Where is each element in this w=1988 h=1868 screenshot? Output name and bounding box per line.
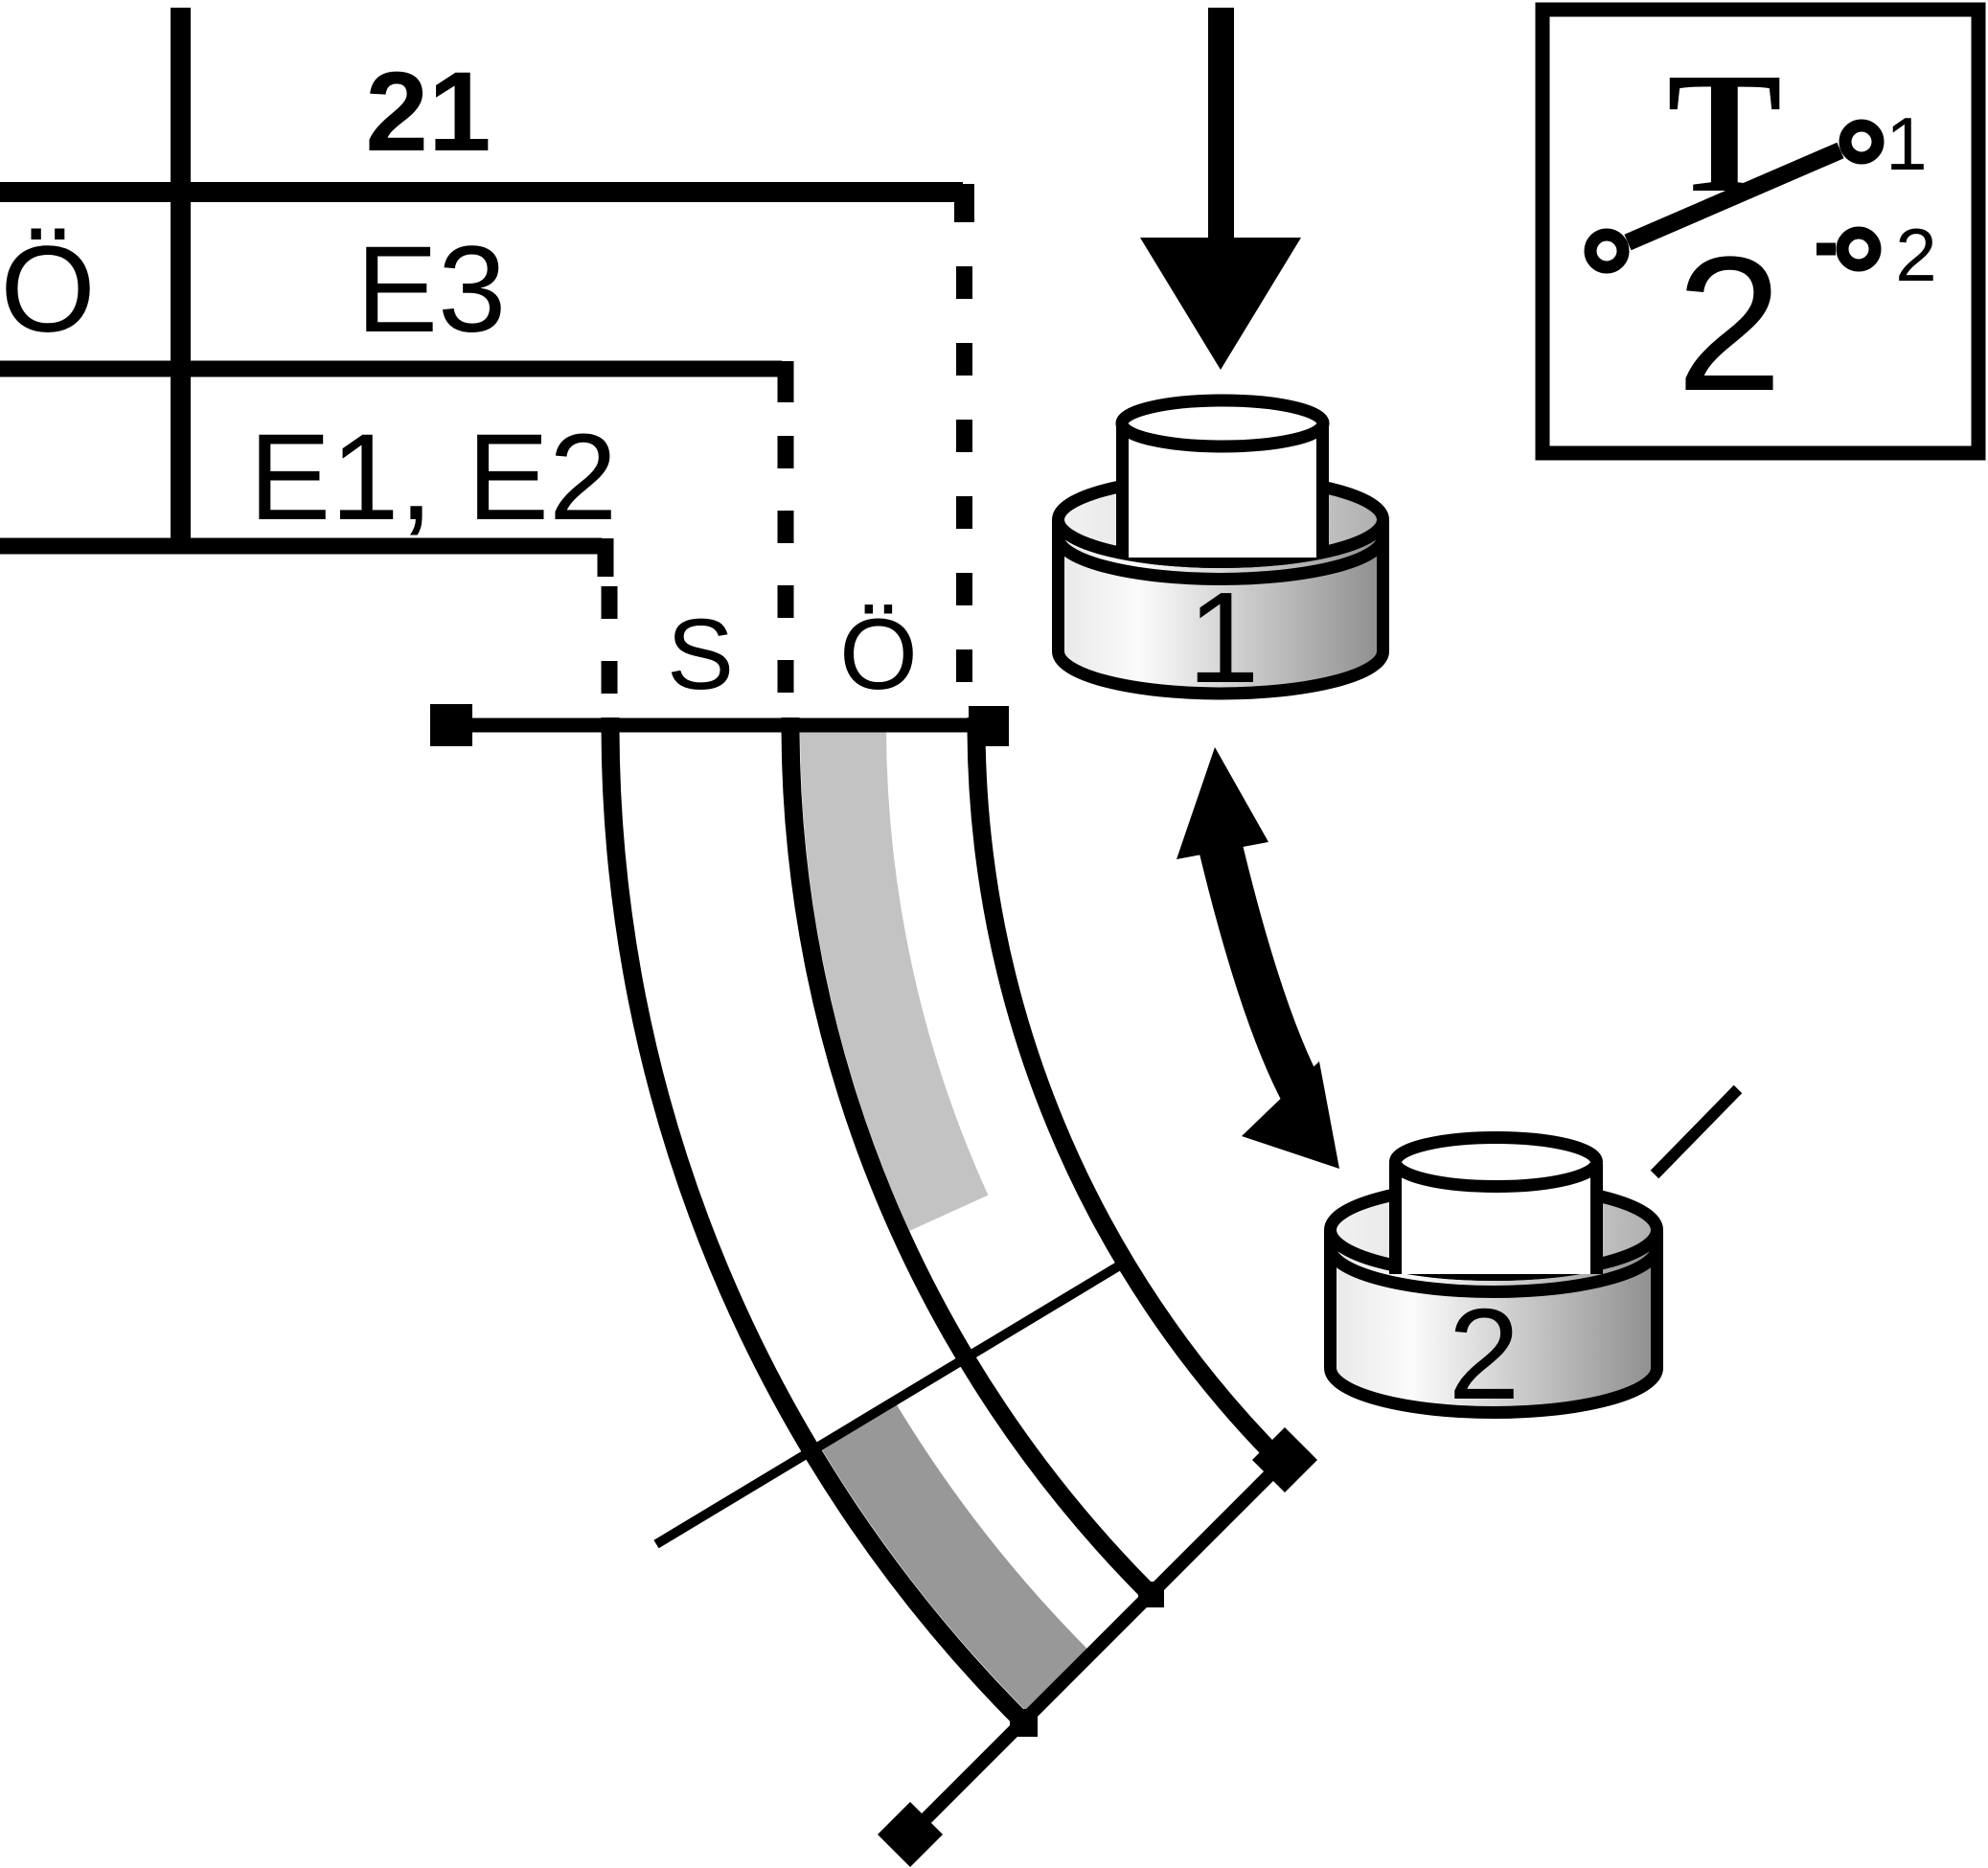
table-header-21: 21 — [365, 49, 491, 175]
button2-label: 2 — [1448, 1282, 1520, 1426]
radial-marker-line — [653, 1253, 1135, 1549]
track-label-s: S — [667, 599, 734, 711]
button2-rim-line — [1324, 1246, 1663, 1298]
track-label-oe: Ö — [839, 599, 918, 711]
contact-zone-oe — [799, 725, 989, 1231]
button1-plunger-top — [1115, 394, 1330, 453]
swap-arrow-head-up — [1177, 747, 1268, 859]
button1-label: 1 — [1187, 565, 1259, 710]
switch-contact-1 — [1839, 119, 1885, 165]
table-row-line-e1e2 — [0, 537, 614, 577]
swap-arrow-shaft — [1196, 830, 1325, 1109]
end-line-square-middle — [1138, 1582, 1164, 1607]
switch-symbol-box: T 1 2 2 — [1535, 2, 1986, 461]
end-diamond-outer — [878, 1802, 943, 1867]
chord-end-square-left — [430, 704, 472, 746]
track-arc-middle — [781, 718, 1157, 1601]
button2-pointer-line — [1650, 1084, 1743, 1179]
button2-plunger-top — [1389, 1131, 1603, 1193]
cam-sector — [430, 704, 1317, 1867]
pole-count-label: 2 — [1676, 217, 1782, 431]
switch-common-contact — [1584, 228, 1630, 274]
button1-rim-line — [1052, 535, 1389, 585]
chord-end-square-right — [969, 706, 1009, 746]
table-row-line-e3 — [0, 360, 794, 402]
button-2: 2 — [1324, 1084, 1743, 1426]
contact-2-label: 2 — [1895, 213, 1936, 297]
switch-contact-2 — [1836, 226, 1882, 272]
track-arc-inner — [967, 718, 1289, 1469]
contact-zone-s — [819, 1401, 1092, 1716]
row-label-oe: Ö — [0, 221, 96, 358]
row-value-e1e2: E1, E2 — [249, 409, 617, 546]
timing-table: 21 Ö E3 E1, E2 — [0, 8, 974, 577]
press-arrow-icon — [1140, 8, 1301, 370]
sector-end-radial — [905, 1455, 1290, 1839]
end-line-square-outer — [1010, 1709, 1038, 1737]
button-1: 1 — [1052, 394, 1389, 710]
table-row-line-21 — [0, 182, 974, 222]
swap-arrow-head-down — [1242, 1061, 1339, 1169]
press-arrow-head — [1140, 238, 1301, 370]
swap-arrow-icon — [1177, 747, 1339, 1169]
switch-lever — [1624, 142, 1844, 251]
contact-1-label: 1 — [1885, 102, 1927, 186]
dashed-drop-lines — [601, 266, 972, 725]
end-diamond-inner — [1252, 1427, 1317, 1492]
row-value-e3: E3 — [356, 221, 507, 358]
track-arc-outer — [601, 718, 1030, 1728]
